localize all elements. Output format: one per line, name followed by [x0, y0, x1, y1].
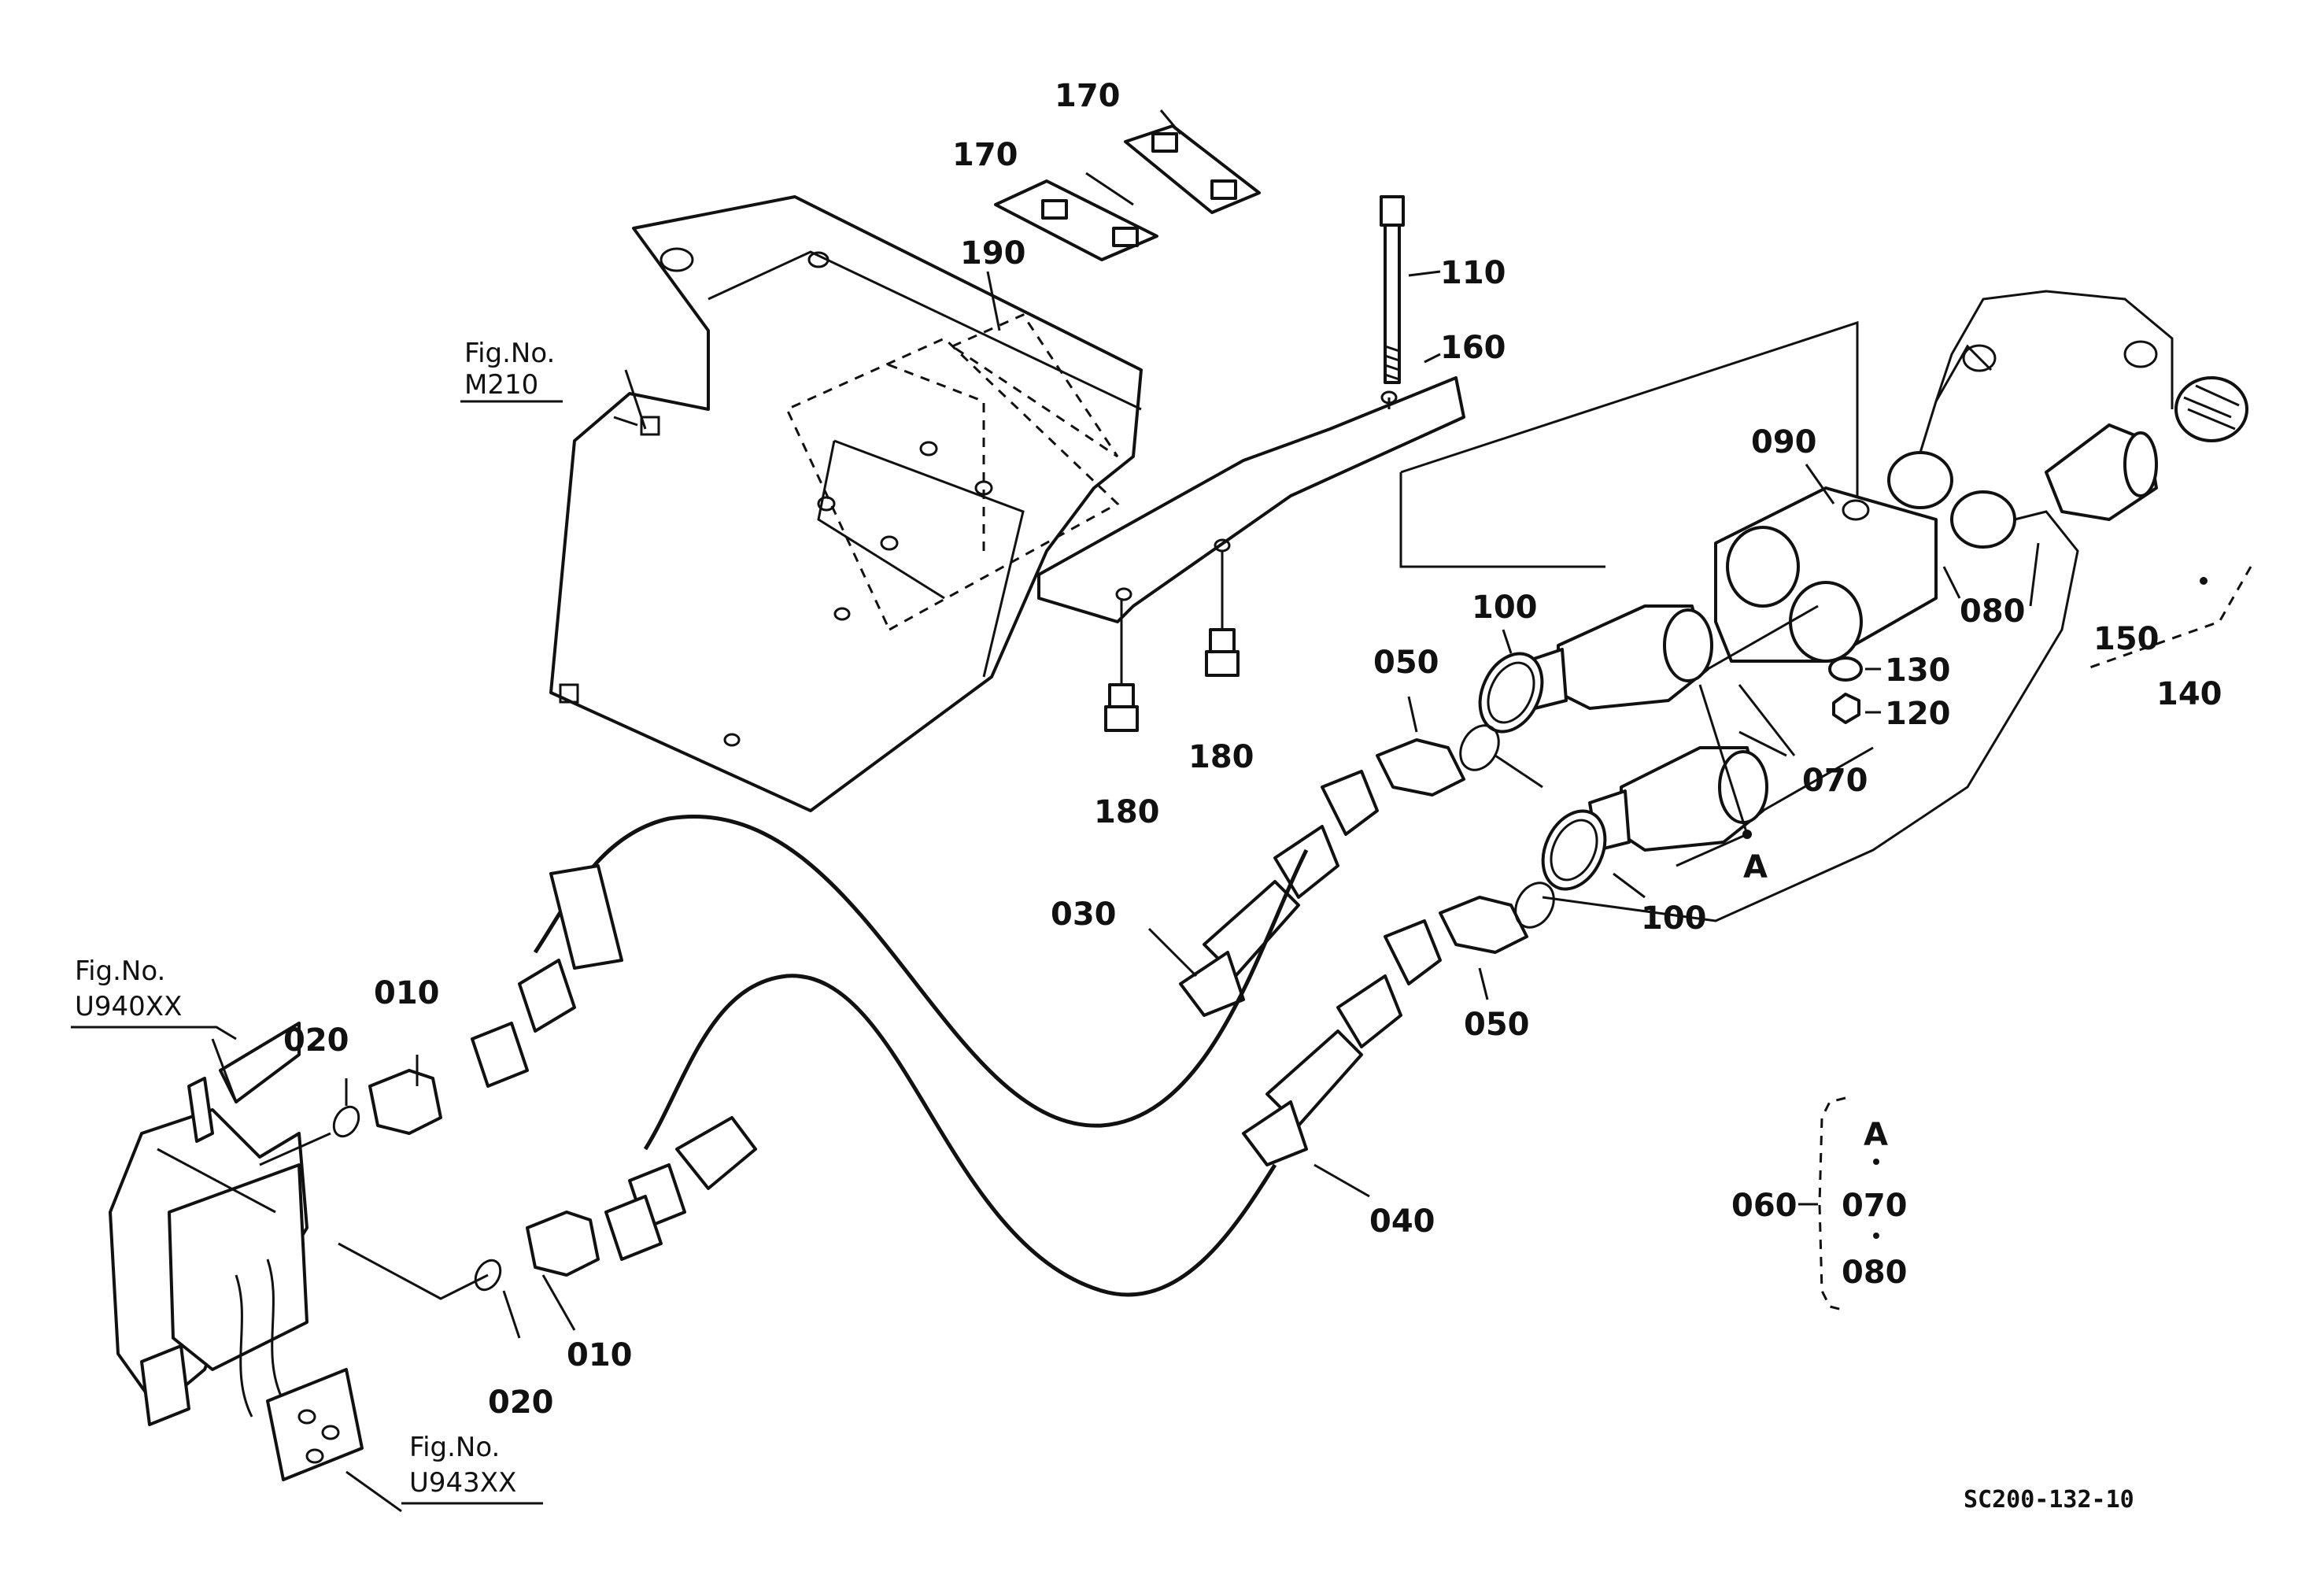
- chain-ring: [1962, 344, 1997, 372]
- washer-130: [1828, 656, 1863, 682]
- callout-180-left: 180: [1094, 794, 1160, 830]
- callout-170-right: 170: [1055, 78, 1121, 114]
- callout-110: 110: [1440, 255, 1506, 291]
- callout-A: A: [1743, 849, 1768, 885]
- plate-170-left: [994, 179, 1158, 261]
- callout-150: 150: [2093, 621, 2160, 657]
- adapter-010-lower: [474, 1211, 600, 1292]
- callout-100-lower: 100: [1641, 900, 1707, 937]
- legend-item-080: 080: [1842, 1255, 1908, 1291]
- callout-170-left: 170: [952, 137, 1018, 173]
- coupler-140: [2085, 376, 2252, 671]
- callout-020-lower: 020: [488, 1384, 554, 1421]
- legend-group-label: 060: [1731, 1188, 1797, 1224]
- drawing-code: SC200-132-10: [1964, 1486, 2134, 1514]
- frame-bracket: [549, 195, 1143, 812]
- plate-170-right: [1124, 124, 1261, 214]
- callout-050-lower: 050: [1464, 1007, 1530, 1043]
- fig-ref-u943-line1: Fig.No.: [409, 1432, 500, 1463]
- nut-180-right: [1205, 551, 1240, 677]
- callout-090: 090: [1751, 424, 1817, 460]
- fig-ref-m210-line2: M210: [464, 369, 538, 401]
- bolt-110: [1380, 195, 1405, 384]
- hose-030: [533, 770, 1379, 1128]
- callout-190: 190: [960, 235, 1026, 272]
- hose-040-end: [604, 1116, 757, 1261]
- fig-ref-m210-line1: Fig.No.: [464, 338, 555, 369]
- coupler-guide-lines: [1707, 604, 1874, 812]
- hose-040: [643, 919, 1442, 1297]
- fig-ref-u940-line1: Fig.No.: [75, 956, 165, 987]
- fig-ref-u940-underline: [71, 1026, 237, 1041]
- nut-180-left: [1104, 598, 1139, 732]
- plug-150: [2045, 423, 2158, 521]
- leader-lines: [157, 109, 2040, 1513]
- fig-ref-u940-line2: U940XX: [75, 991, 182, 1022]
- fig-ref-u943-line2: U943XX: [409, 1467, 516, 1499]
- o-ring-100-lower: [1541, 809, 1607, 891]
- callout-020-upper: 020: [283, 1022, 349, 1059]
- chain-140: [1934, 290, 2174, 409]
- callout-070: 070: [1802, 763, 1868, 799]
- callout-130: 130: [1885, 652, 1951, 689]
- callout-030: 030: [1051, 896, 1117, 933]
- callout-010-upper: 010: [374, 975, 440, 1011]
- adapter-050-lower: [1439, 882, 1555, 954]
- callout-180-right: 180: [1188, 739, 1254, 775]
- chain-ring-2: [2123, 340, 2158, 368]
- callout-050-upper: 050: [1373, 645, 1439, 681]
- legend-060: 060 A 070 080: [1731, 1096, 1908, 1312]
- dust-cap-080-upper: [1887, 344, 1993, 509]
- coupler-070-lower: [1588, 746, 1768, 852]
- adapter-010-upper: [332, 1069, 442, 1138]
- dot-140: [2200, 577, 2208, 585]
- control-valve: [109, 1022, 364, 1481]
- callout-140: 140: [2156, 676, 2222, 712]
- wedge-190: [949, 313, 1119, 458]
- callout-080-top: 080: [1960, 593, 2026, 630]
- manifold-block-090: [1714, 486, 1938, 663]
- block-outline-line-2: [1399, 472, 1605, 568]
- adapter-050-upper: [1376, 724, 1543, 797]
- legend-item-A: A: [1864, 1117, 1888, 1153]
- callout-040: 040: [1369, 1203, 1435, 1240]
- coupler-070-upper: [1525, 604, 1713, 710]
- hose-030-end: [471, 864, 623, 1088]
- plate-160: [1037, 376, 1465, 623]
- callout-010-lower: 010: [567, 1337, 633, 1373]
- callout-120: 120: [1885, 696, 1951, 732]
- callout-160: 160: [1440, 330, 1506, 366]
- block-outline-line: [1400, 320, 1859, 512]
- dust-cap-080-lower: [1542, 490, 2079, 922]
- callout-100-upper: 100: [1472, 590, 1538, 626]
- nut-120: [1832, 693, 1860, 724]
- legend-item-070: 070: [1842, 1188, 1908, 1224]
